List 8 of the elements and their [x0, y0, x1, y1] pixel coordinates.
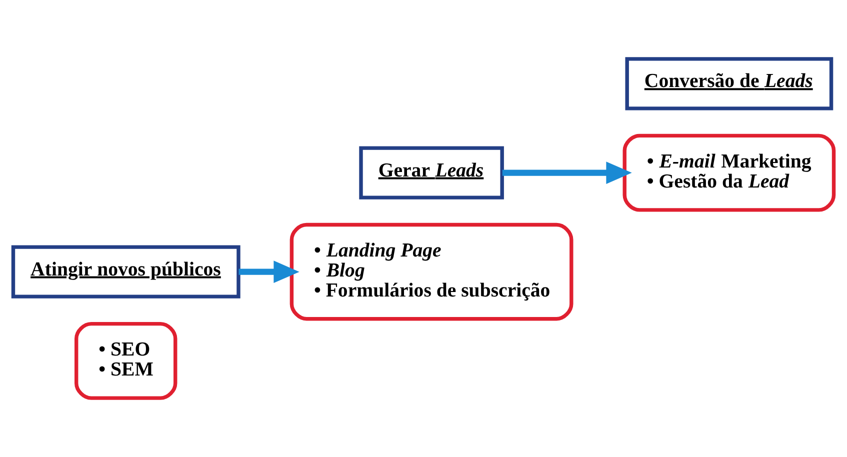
node-box: • SEO • SEM	[74, 322, 178, 400]
arrow	[502, 162, 632, 184]
node-box: Conversão de Leads	[625, 57, 834, 110]
node-box: • E-mail Marketing • Gestão da Lead	[622, 134, 836, 212]
node-box: Gerar Leads	[359, 146, 504, 200]
node-box: • Landing Page • Blog • Formulários de subscrição	[290, 222, 574, 321]
arrow	[238, 260, 300, 284]
node-box: Atingir novos públicos	[11, 245, 240, 298]
